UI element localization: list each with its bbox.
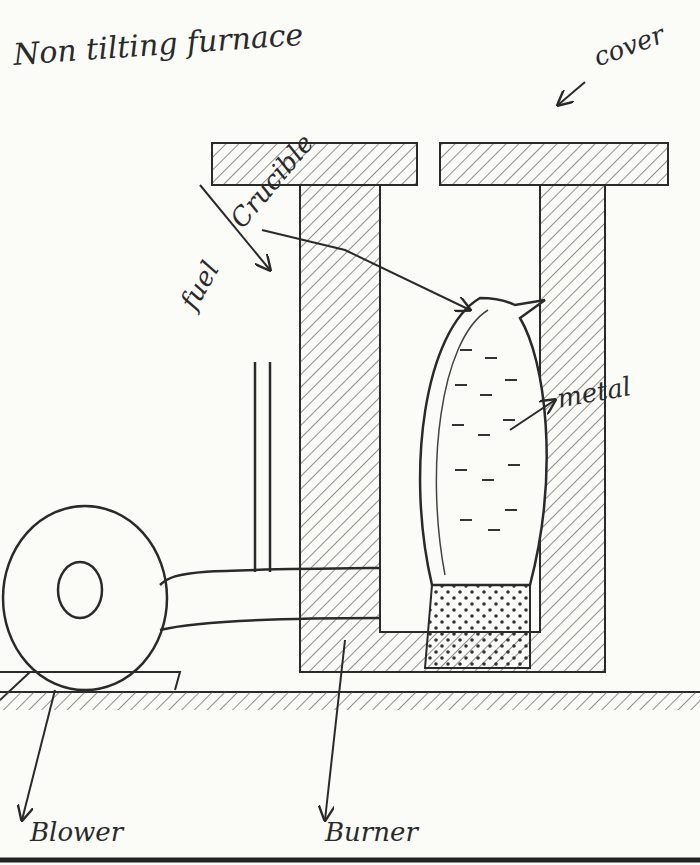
blower-fan — [58, 562, 102, 618]
molten-metal — [452, 350, 520, 530]
furnace-body — [212, 143, 668, 672]
crucible-stand — [425, 585, 530, 668]
cover-slab — [440, 143, 668, 185]
part-label: cover — [590, 20, 668, 72]
furnace-wall — [300, 185, 605, 672]
crucible-shape — [420, 298, 547, 585]
burner-pipe — [160, 568, 380, 630]
page-rule — [0, 858, 700, 863]
part-label: Burner — [325, 818, 418, 847]
part-label: fuel — [175, 257, 225, 315]
part-label: Blower — [30, 818, 123, 847]
crucible-inner — [436, 310, 488, 575]
diagram-title: Non tilting furnace — [12, 18, 304, 71]
leader-lines — [22, 82, 585, 820]
ground-hatch — [0, 692, 700, 710]
blower-casing — [3, 506, 167, 690]
fuel-pipe — [255, 362, 270, 572]
